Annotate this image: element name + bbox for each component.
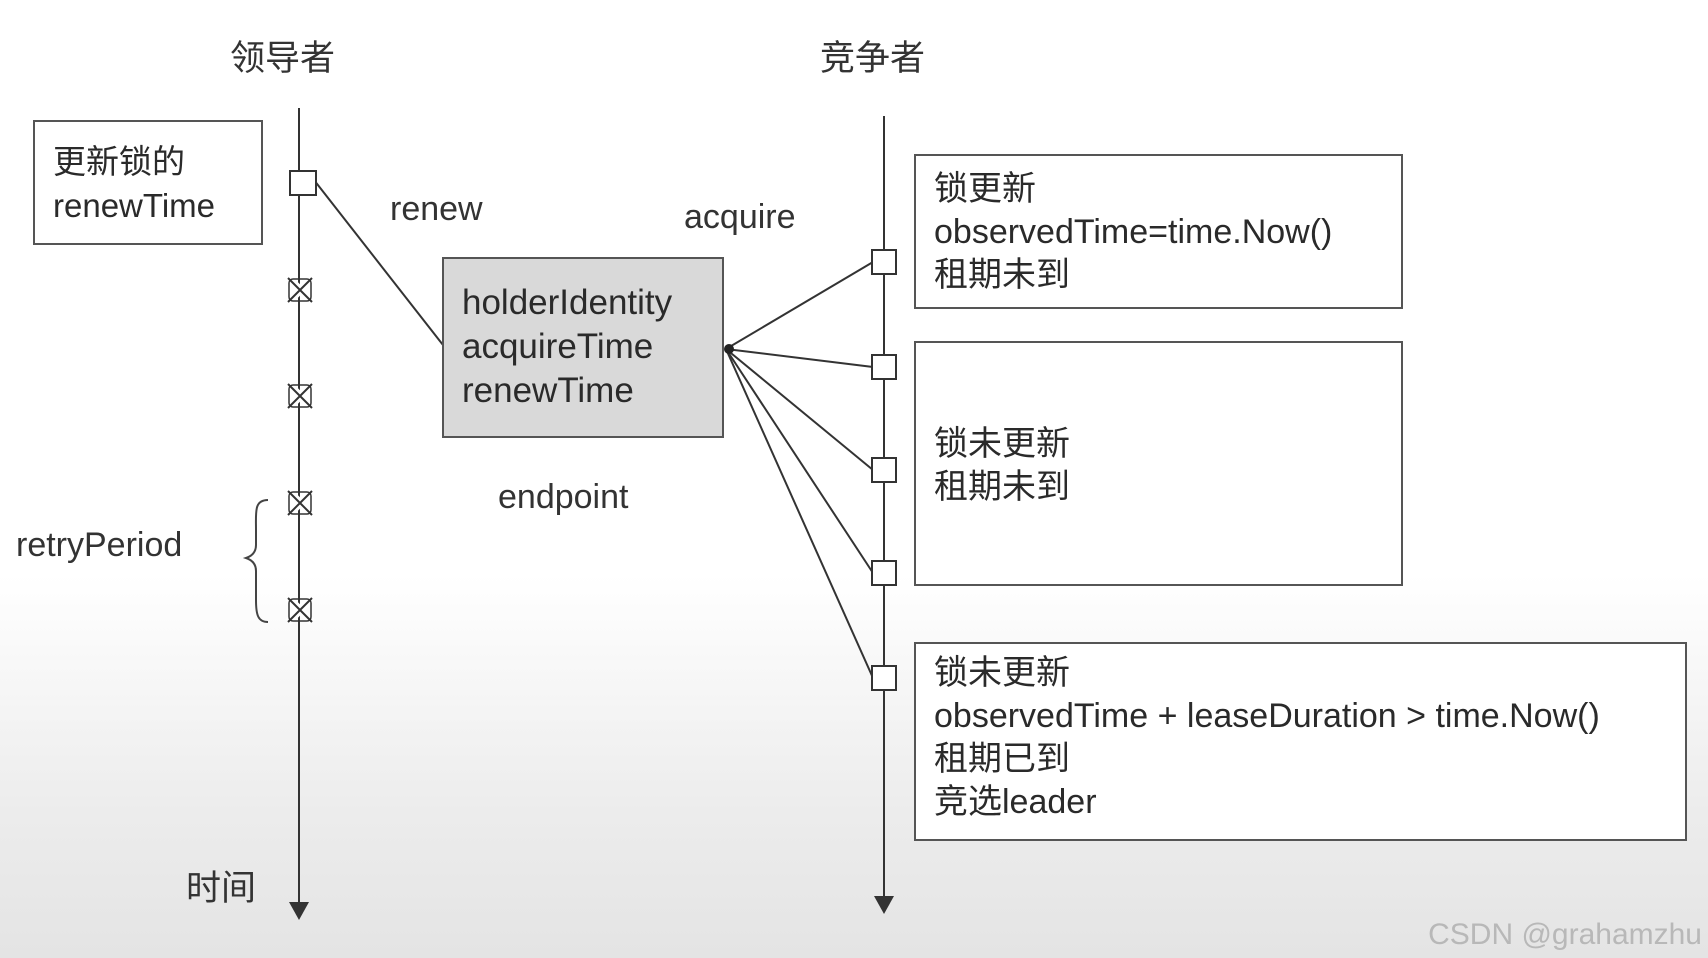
failed-attempt-icon <box>285 381 315 411</box>
failed-attempt-icon <box>285 488 315 518</box>
contender-checkpoint <box>871 560 897 586</box>
endpoint-junction <box>724 344 734 354</box>
contender-header: 竞争者 <box>820 39 926 78</box>
note-line: 锁未更新 <box>934 654 1070 692</box>
leader-header: 领导者 <box>230 39 336 78</box>
contender-checkpoint <box>871 249 897 275</box>
endpoint-label: endpoint <box>498 478 629 516</box>
endpoint-field: holderIdentity <box>462 283 673 322</box>
note-line: 锁更新 <box>934 170 1036 208</box>
leader-checkpoint <box>289 170 317 196</box>
leader-note-box: 更新锁的 renewTime <box>33 120 263 245</box>
contender-note-renewed: 锁更新 observedTime=time.Now() 租期未到 <box>914 154 1403 309</box>
endpoint-field: acquireTime <box>462 327 654 366</box>
acquire-edges <box>725 261 874 679</box>
contender-checkpoint <box>871 457 897 483</box>
note-line: observedTime + leaseDuration > time.Now(… <box>934 697 1600 735</box>
contender-note-expired: 锁未更新 observedTime + leaseDuration > time… <box>914 642 1687 841</box>
watermark: CSDN @grahamzhu <box>1428 918 1702 951</box>
retry-period-label: retryPeriod <box>16 526 183 564</box>
note-line: 租期已到 <box>934 740 1070 778</box>
endpoint-record-box: holderIdentity acquireTime renewTime <box>442 257 724 438</box>
acquire-label: acquire <box>684 198 796 236</box>
note-line: observedTime=time.Now() <box>934 213 1333 251</box>
leader-note-line: 更新锁的 <box>53 143 185 180</box>
retry-period-brace <box>242 499 269 623</box>
contender-note-not-renewed: 锁未更新 租期未到 <box>914 341 1403 586</box>
note-line: 锁未更新 <box>934 425 1070 463</box>
time-axis-label: 时间 <box>186 869 257 908</box>
note-line: 竞选leader <box>934 783 1097 821</box>
failed-attempt-icon <box>285 595 315 625</box>
renew-label: renew <box>390 190 483 228</box>
failed-attempt-icon <box>285 275 315 305</box>
contender-checkpoint <box>871 665 897 691</box>
note-line: 租期未到 <box>934 256 1070 294</box>
endpoint-field: renewTime <box>462 371 634 410</box>
renew-edge <box>313 179 444 346</box>
leader-note-line: renewTime <box>53 187 215 224</box>
contender-checkpoint <box>871 354 897 380</box>
note-line: 租期未到 <box>934 468 1070 506</box>
